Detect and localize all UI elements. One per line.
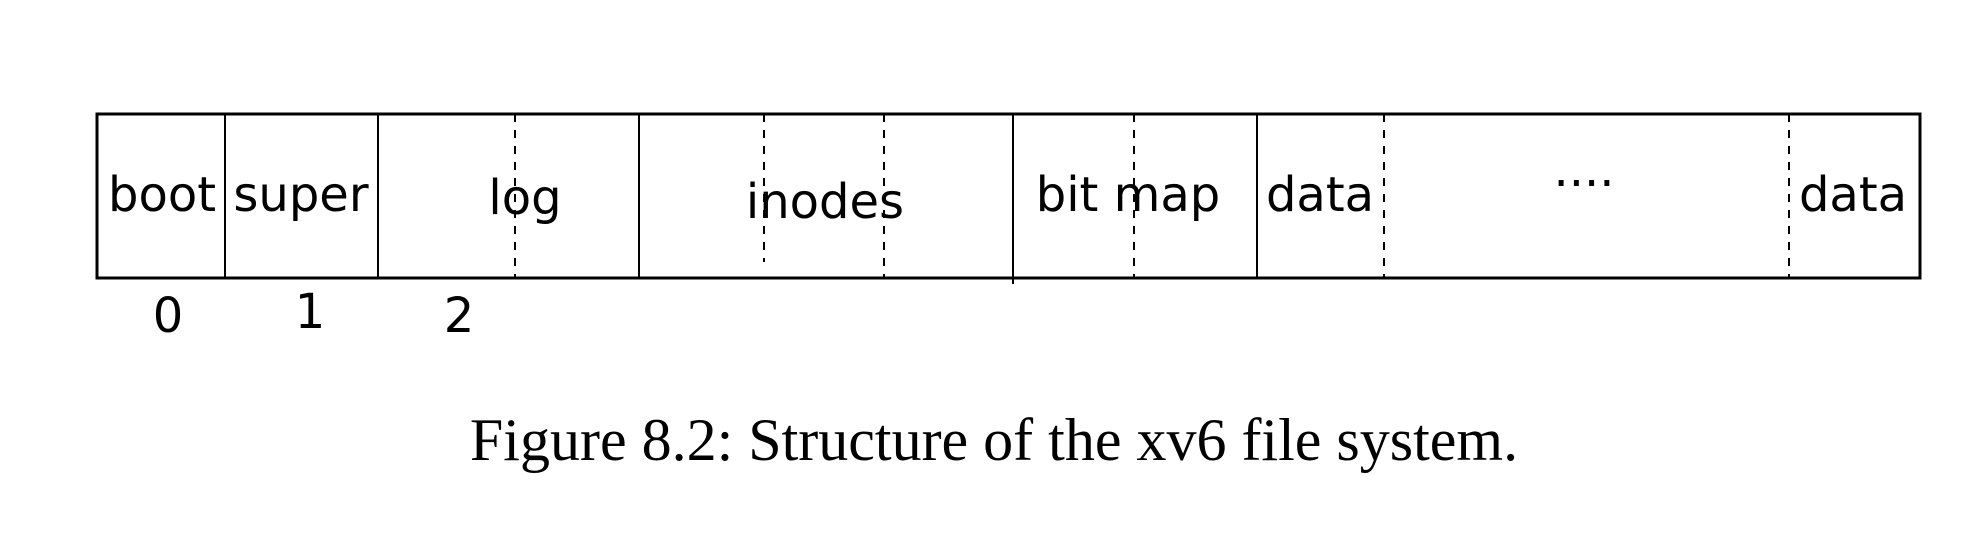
region-label-log: log [488, 170, 561, 226]
region-label-super: super [233, 167, 368, 223]
block-number-2: 2 [444, 288, 475, 344]
figure-caption: Figure 8.2: Structure of the xv6 file sy… [469, 407, 1519, 473]
disk-outline [95, 112, 1922, 280]
region-label-ellipsis: ···· [1553, 156, 1614, 212]
region-label-data-last: data [1799, 167, 1907, 223]
block-number-0: 0 [153, 288, 184, 344]
block-number-1: 1 [295, 284, 326, 340]
region-label-inodes: inodes [746, 174, 904, 230]
region-label-boot: boot [108, 167, 216, 223]
region-label-bitmap: bit map [1036, 167, 1221, 223]
region-label-data-first: data [1266, 167, 1374, 223]
